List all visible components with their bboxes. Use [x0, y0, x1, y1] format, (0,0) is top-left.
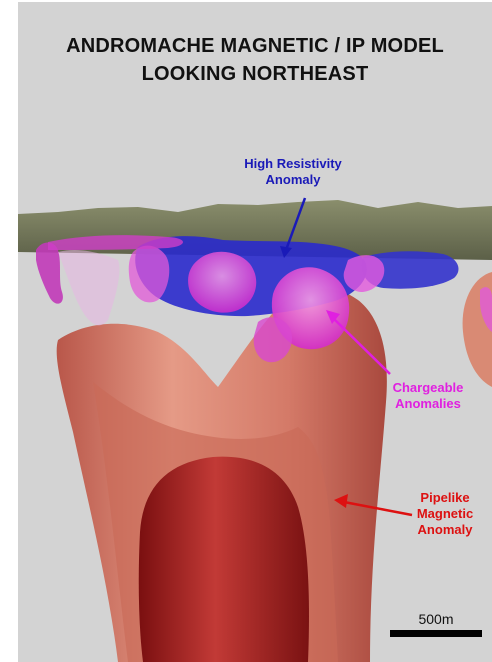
label-pipelike-magnetic: Pipelike Magnetic Anomaly: [398, 490, 492, 538]
label-chargeable-line-1: Chargeable: [368, 380, 488, 396]
title-line-1: ANDROMACHE MAGNETIC / IP MODEL: [18, 32, 492, 60]
label-resistivity-line-1: High Resistivity: [228, 156, 358, 172]
scale-bar-label: 500m: [390, 611, 482, 627]
label-magnetic-line-3: Anomaly: [398, 522, 492, 538]
scale-bar: [390, 630, 482, 637]
label-magnetic-line-1: Pipelike: [398, 490, 492, 506]
label-resistivity-line-2: Anomaly: [228, 172, 358, 188]
model-frame: ANDROMACHE MAGNETIC / IP MODEL LOOKING N…: [18, 2, 492, 662]
title-line-2: LOOKING NORTHEAST: [18, 60, 492, 88]
label-chargeable-line-2: Anomalies: [368, 396, 488, 412]
model-scene: [18, 2, 492, 662]
diagram-title: ANDROMACHE MAGNETIC / IP MODEL LOOKING N…: [18, 32, 492, 88]
label-chargeable: Chargeable Anomalies: [368, 380, 488, 412]
magnetic-inner-core: [139, 457, 309, 662]
label-high-resistivity: High Resistivity Anomaly: [228, 156, 358, 188]
chargeable-fringe-west: [58, 250, 119, 325]
label-magnetic-line-2: Magnetic: [398, 506, 492, 522]
